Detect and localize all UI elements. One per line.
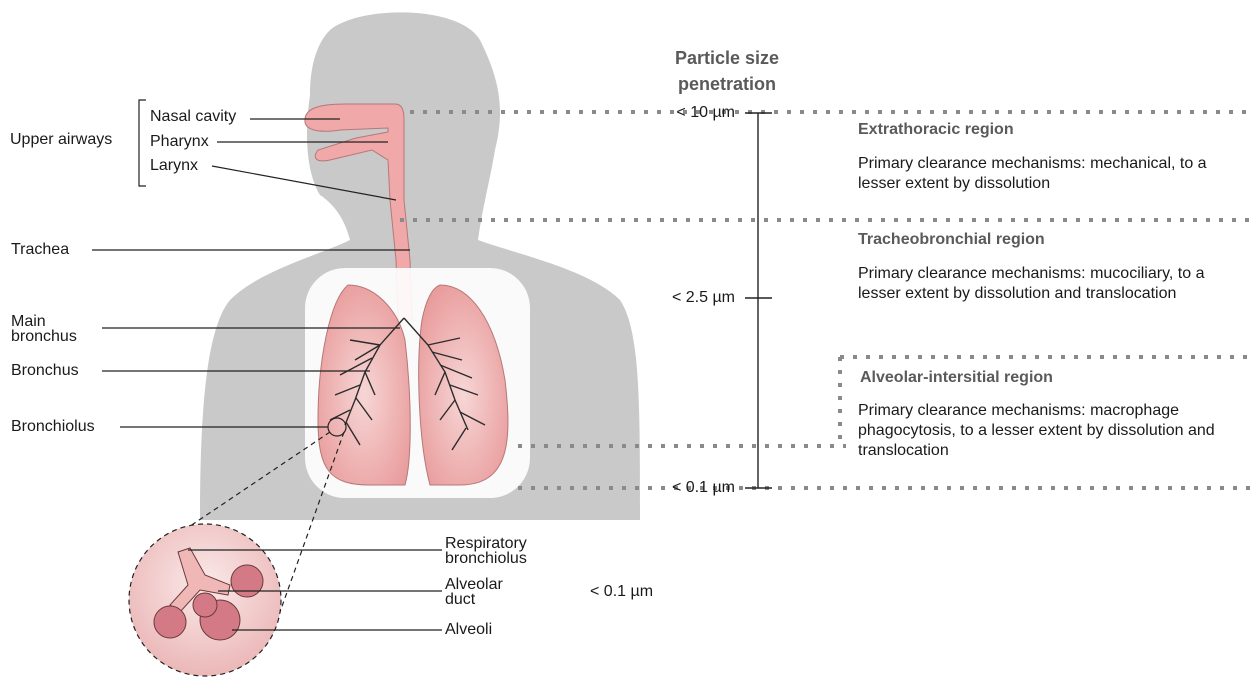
region-title-extrathoracic: Extrathoracic region bbox=[858, 121, 1014, 139]
respiratory-bronchiolus-label-line1: Respiratory bbox=[445, 536, 527, 551]
alveoli-label: Alveoli bbox=[445, 621, 492, 639]
region-text-alveolar: Primary clearance mechanisms: macrophage… bbox=[858, 401, 1253, 461]
main-bronchus-label-line2: bronchus bbox=[11, 329, 77, 344]
bronchus-label: Bronchus bbox=[11, 362, 79, 380]
larynx-label: Larynx bbox=[150, 157, 198, 175]
main-bronchus-label-line1: Main bbox=[11, 314, 46, 329]
lungs-group bbox=[305, 268, 530, 498]
upper-airways-label: Upper airways bbox=[10, 131, 112, 149]
particle-scale-title-line1: Particle size bbox=[647, 46, 807, 70]
alveolar-duct-label-line1: Alveolar bbox=[445, 577, 503, 592]
trachea-label: Trachea bbox=[11, 241, 69, 259]
bronchiolus-label: Bronchiolus bbox=[11, 418, 95, 436]
scale-tick-bottom-label: < 0.1 µm bbox=[625, 479, 735, 497]
nasal-cavity-label: Nasal cavity bbox=[150, 108, 236, 126]
pharynx-label: Pharynx bbox=[150, 133, 209, 151]
inset-size-label: < 0.1 µm bbox=[590, 583, 653, 601]
upper-airways-bracket bbox=[139, 100, 146, 186]
scale-tick-mid-label: < 2.5 µm bbox=[625, 289, 735, 307]
region-text-extrathoracic: Primary clearance mechanisms: mechanical… bbox=[858, 154, 1238, 194]
region-title-alveolar: Alveolar-intersitial region bbox=[860, 369, 1053, 387]
region-title-tracheobronchial: Tracheobronchial region bbox=[858, 231, 1045, 249]
region-text-tracheobronchial: Primary clearance mechanisms: mucociliar… bbox=[858, 264, 1238, 304]
particle-scale-title-line2: penetration bbox=[647, 72, 807, 96]
alveolar-duct-label-line2: duct bbox=[445, 592, 475, 607]
respiratory-bronchiolus-label-line2: bronchiolus bbox=[445, 551, 527, 566]
scale-tick-top-label: < 10 µm bbox=[625, 104, 735, 122]
